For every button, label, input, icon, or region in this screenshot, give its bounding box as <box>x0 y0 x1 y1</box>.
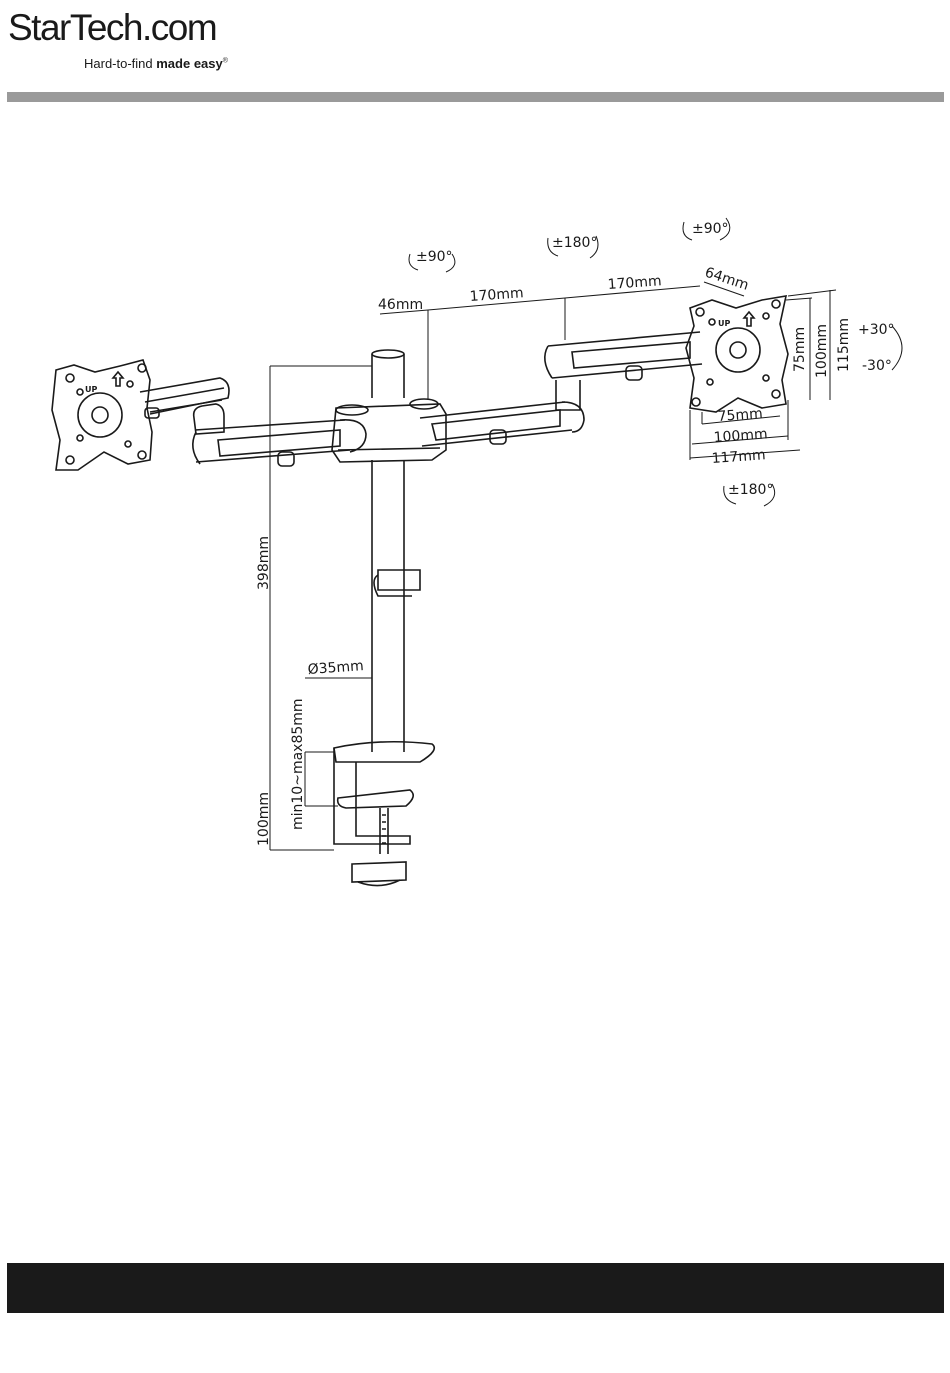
desk-clamp <box>334 742 434 886</box>
right-plate-up-label: UP <box>718 319 730 328</box>
rotation-label-head-bottom: ±180° <box>728 482 773 498</box>
dim-vesa-h-75: 75mm <box>792 327 808 372</box>
dim-vesa-w-100: 100mm <box>713 426 768 446</box>
left-vesa-plate <box>52 360 152 470</box>
header-divider <box>7 92 944 102</box>
dim-pole-diameter: Ø35mm <box>307 658 364 678</box>
central-pole <box>372 350 420 752</box>
right-vesa-plate <box>686 296 788 412</box>
dim-vesa-h-100: 100mm <box>814 324 830 378</box>
central-hub <box>332 399 446 462</box>
dim-plate-width: 117mm <box>711 447 766 467</box>
dim-vesa-w-75: 75mm <box>717 406 763 425</box>
dim-offset: 46mm <box>378 297 423 313</box>
tagline-mark: ® <box>223 58 228 65</box>
dim-plate-height: 115mm <box>836 318 852 372</box>
dim-desk-thickness: min10~max85mm <box>290 698 306 830</box>
logo-wordmark: StarTech.com <box>8 7 216 48</box>
logo-text: StarTech.com <box>8 6 216 50</box>
right-arm <box>420 332 702 446</box>
rotation-label-tilt-up: +30° <box>858 322 895 338</box>
monitor-mount-diagram: ±90° ±180° ±90° ±180° +30° -30° 46mm 170… <box>0 180 950 900</box>
footer-bar <box>7 1263 944 1313</box>
rotation-label-head-top: ±90° <box>692 221 729 237</box>
tagline-bold: made easy <box>156 56 223 71</box>
left-arm <box>140 378 366 466</box>
dim-clamp-depth: 100mm <box>256 792 272 846</box>
brand-logo: StarTech.com Hard-to-find made easy® <box>8 6 248 76</box>
dim-head-depth: 64mm <box>703 265 751 294</box>
tagline: Hard-to-find made easy® <box>84 56 228 71</box>
dim-pole-height: 398mm <box>256 536 272 590</box>
tagline-regular: Hard-to-find <box>84 56 156 71</box>
rotation-label-tilt-down: -30° <box>862 358 892 374</box>
left-plate-up-label: UP <box>85 385 97 394</box>
rotation-label-arm-pivot: ±90° <box>416 249 453 265</box>
rotation-label-arm-joint: ±180° <box>552 235 597 251</box>
